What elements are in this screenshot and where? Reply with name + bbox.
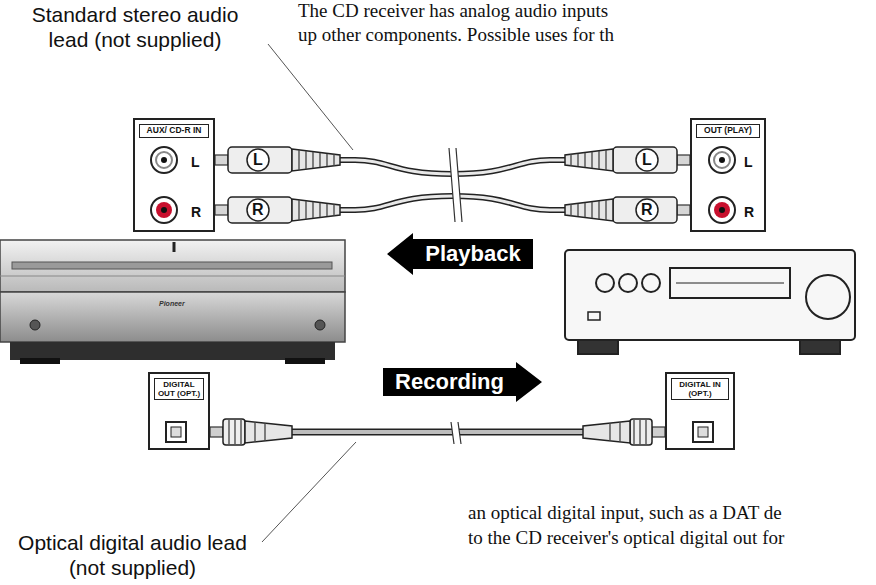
drawing-rect [565,250,855,340]
cable-break [449,148,462,444]
drawing-use [215,147,340,173]
body-text: to the CD receiver's optical digital out… [468,527,784,550]
drawing-circle [719,157,725,163]
drawing-rect [693,422,713,442]
drawing-line [268,44,353,150]
drawing-rect [12,262,332,269]
drawing-path [451,422,461,444]
drawing-rect [670,268,790,298]
drawing-circle [619,274,637,292]
plug-letter: R [641,200,653,219]
cd-receiver [0,240,345,364]
channel-label: R [744,204,754,220]
drawing-circle [714,152,730,168]
drawing-circle [709,147,735,173]
drawing-use [565,197,690,223]
drawing-rect [0,240,345,292]
drawing-rect [698,427,708,437]
plug-letter: L [253,150,263,169]
drawing-rect [171,427,181,437]
panel-heading: OUT (PLAY) [696,124,760,138]
brand-logo: Pioneer [159,300,185,308]
drawing-circle [151,147,177,173]
drawing-use [215,197,340,223]
arrow-fill [383,362,542,402]
drawing-rect [665,372,735,450]
body-text: an optical digital input, such as a DAT … [468,502,782,525]
drawing-circle [709,197,735,223]
drawing-line [173,242,176,252]
panel-heading: AUX/ CD-R IN [139,124,209,138]
direction-arrow: Recording [383,362,542,402]
jack-panel: DIGITAL OUT (OPT.) [148,372,210,450]
jack-panel: DIGITAL IN (OPT.) [665,372,735,450]
drawing-circle [719,207,725,213]
channel-label: L [191,154,200,170]
plug-letter: L [642,150,652,169]
body-text: up other components. Possible uses for t… [298,24,614,47]
drawing-circle [30,320,40,330]
amplifier [565,250,855,354]
arrow-label: Recording [395,371,504,393]
drawing-circle [156,152,172,168]
body-text: The CD receiver has analog audio inputs [298,0,608,23]
panel-heading: DIGITAL IN (OPT.) [671,378,729,400]
drawing-g [151,147,735,442]
drawing-use [565,147,690,173]
drawing-rect [10,342,335,360]
jack-panels [133,118,766,450]
drawing-rect [800,340,840,354]
panel-heading: DIGITAL OUT (OPT.) [154,378,204,400]
drawing-rect [0,292,345,342]
drawing-polygon [449,148,462,222]
drawing-circle [714,202,730,218]
drawing-circle [156,202,172,218]
drawing-rect [690,118,766,232]
drawing-circle [161,157,167,163]
arrow-fill [387,233,533,275]
drawing-circle [161,207,167,213]
drawing-circle [806,275,850,319]
leader-lines [262,44,356,542]
drawing-line [262,442,356,542]
drawing-circle [315,320,325,330]
drawing-polygon [451,422,461,444]
jack-panel: OUT (PLAY) L R [690,118,766,232]
drawing-rect [133,118,215,232]
drawing-use [210,419,292,445]
jack-panel: AUX/ CD-R IN L R [133,118,215,232]
arrow-label: Playback [425,243,520,265]
callout-text: Standard stereo audio lead (not supplied… [10,2,260,52]
channel-label: R [191,204,201,220]
drawing-rect [285,358,325,364]
drawing-line [676,283,784,284]
drawing-circle [151,197,177,223]
drawing-circle [596,274,614,292]
drawing-rect [578,340,618,354]
direction-arrow: Playback [387,233,533,275]
drawing-rect [20,358,60,364]
channel-label: L [744,154,753,170]
plug-letter: R [252,200,264,219]
drawing-rect [166,422,186,442]
drawing-circle [642,274,660,292]
drawing-rect [148,372,210,450]
drawing-path [449,148,462,222]
drawing-rect [588,312,600,320]
drawing-use [583,419,665,445]
callout-text: Optical digital audio lead (not supplied… [0,530,265,580]
drawing-line [0,276,345,277]
